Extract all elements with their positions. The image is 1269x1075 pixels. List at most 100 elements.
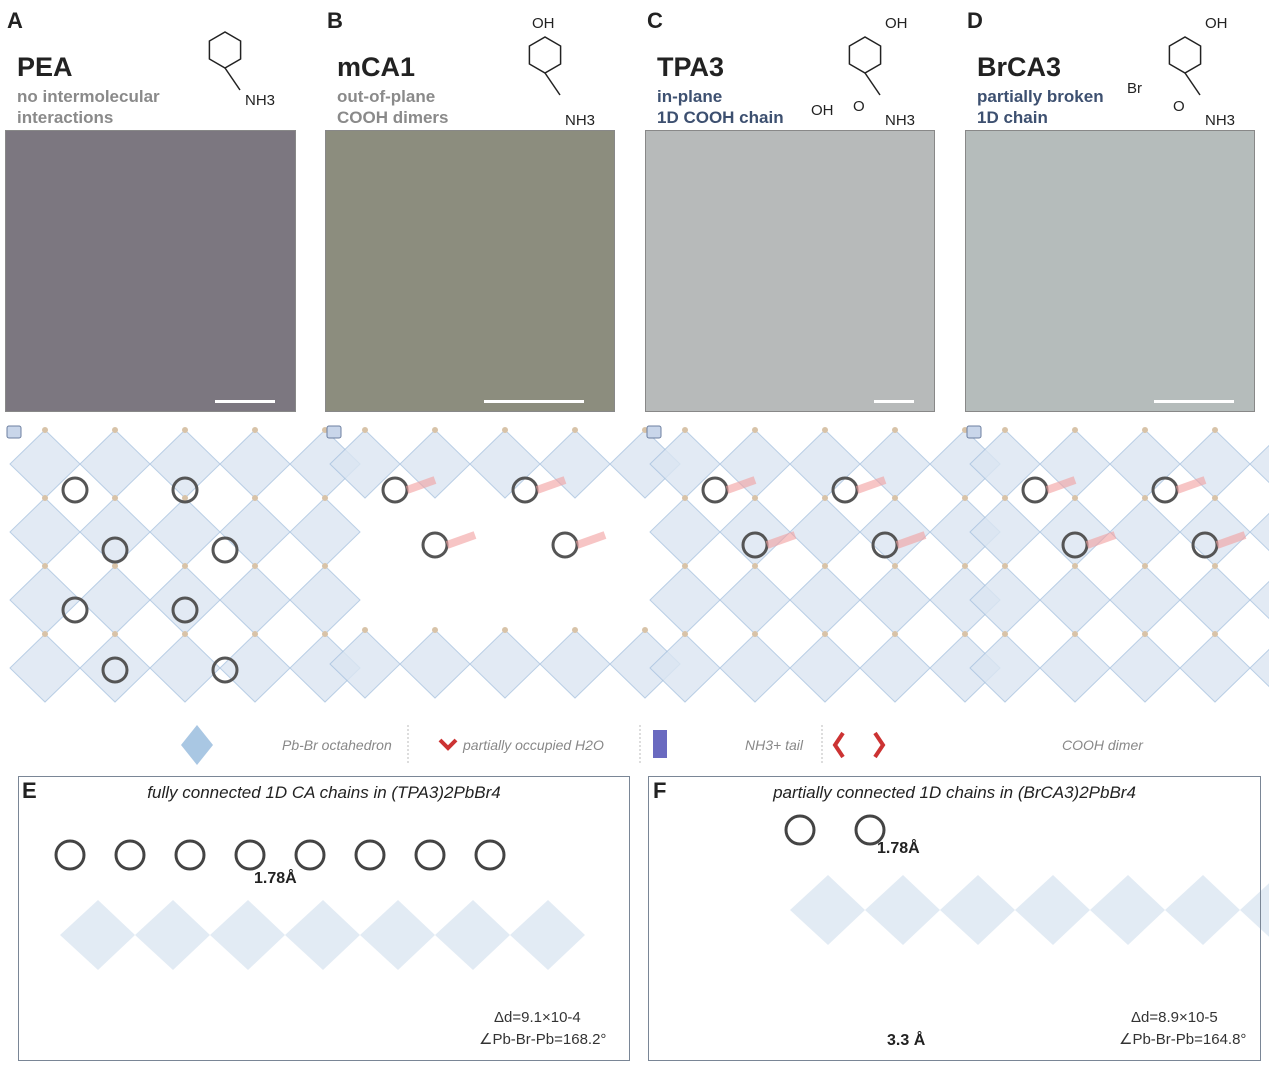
organic-cation — [1021, 476, 1049, 504]
description-line-2: COOH dimers — [337, 108, 449, 127]
br-atom — [1212, 631, 1218, 637]
panel-e-angle: ∠Pb-Br-Pb=168.2° — [479, 1031, 607, 1048]
pbbr-octahedron — [149, 633, 221, 703]
panel-label: C — [647, 8, 663, 33]
micrograph — [965, 130, 1255, 412]
benzene-ring-structure — [1168, 36, 1202, 74]
legend-tail: NH3+ tail — [745, 737, 803, 753]
pbbr-octahedron — [469, 629, 541, 699]
hydrogen-bond-highlight — [895, 531, 927, 549]
panel-e: fully connected 1D CA chains in (TPA3)2P… — [18, 776, 630, 1061]
crystal-structure — [329, 427, 681, 699]
panel-f-delta-d: Δd=8.9×10-5 — [1131, 1009, 1218, 1026]
br-atom — [322, 631, 328, 637]
br-atom — [752, 495, 758, 501]
br-atom — [1072, 427, 1078, 433]
hydrogen-bond-highlight — [1175, 476, 1207, 494]
ammonium-label: NH3 — [1205, 112, 1236, 129]
br-atom — [572, 427, 578, 433]
pbbr-octahedron — [149, 429, 221, 499]
chain-ring — [854, 814, 886, 846]
octahedron-row — [1165, 875, 1240, 945]
pbbr-octahedron — [289, 565, 361, 635]
cooh-dimer-legend-icon — [832, 731, 886, 759]
br-atom — [1002, 631, 1008, 637]
br-atom — [892, 495, 898, 501]
legend-octahedron: Pb-Br octahedron — [282, 737, 392, 753]
br-atom — [682, 495, 688, 501]
panel-label: A — [7, 8, 23, 33]
pbbr-octahedron — [79, 429, 151, 499]
hydrogen-bond-highlight — [1045, 476, 1077, 494]
organic-cation — [171, 596, 199, 624]
br-atom — [752, 631, 758, 637]
octahedron-row — [210, 900, 285, 970]
pbbr-octahedron — [719, 633, 791, 703]
panel-f-gap: 3.3 Å — [887, 1032, 926, 1049]
pbbr-octahedron — [539, 629, 611, 699]
br-atom — [252, 563, 258, 569]
pbbr-octahedron — [859, 565, 931, 635]
br-atom — [42, 631, 48, 637]
organic-cation — [421, 531, 449, 559]
benzene-ring-structure — [848, 36, 882, 74]
hydrogen-bond-highlight — [405, 476, 437, 494]
octahedron-row — [60, 900, 135, 970]
chain-ring — [174, 839, 206, 871]
benzene-ring-structure — [528, 36, 562, 74]
pbbr-octahedron — [1179, 497, 1251, 567]
organic-cation — [511, 476, 539, 504]
ammonium-label: NH3 — [245, 92, 276, 109]
br-atom — [892, 631, 898, 637]
organic-cation — [61, 476, 89, 504]
br-atom — [252, 495, 258, 501]
hydrogen-bond-highlight — [1085, 531, 1117, 549]
chain-ring — [784, 814, 816, 846]
chain-ring — [354, 839, 386, 871]
organic-cation — [61, 596, 89, 624]
pbbr-octahedron — [219, 429, 291, 499]
octahedron-row — [285, 900, 360, 970]
octahedron-row — [1090, 875, 1165, 945]
pbbr-octahedron — [789, 497, 861, 567]
br-atom — [362, 427, 368, 433]
pbbr-octahedron — [1039, 565, 1111, 635]
pbbr-octahedron — [289, 497, 361, 567]
pbbr-octahedron — [79, 565, 151, 635]
pbbr-octahedron — [469, 429, 541, 499]
octahedron-row — [510, 900, 585, 970]
br-atom — [182, 563, 188, 569]
octahedron-row — [940, 875, 1015, 945]
br-atom — [752, 427, 758, 433]
br-atom — [42, 495, 48, 501]
br-atom — [682, 427, 688, 433]
br-atom — [322, 495, 328, 501]
organic-cation — [101, 536, 129, 564]
ammonium-label: NH3 — [565, 112, 596, 129]
panel-f-label: F — [653, 778, 667, 803]
panel-f-title: partially connected 1D chains in (BrCA3)… — [773, 783, 1136, 802]
alkyl-bond — [1184, 72, 1201, 96]
br-atom — [1072, 563, 1078, 569]
br-atom — [822, 631, 828, 637]
octahedron-row — [435, 900, 510, 970]
pbbr-octahedron — [79, 497, 151, 567]
hydrogen-bond-highlight — [855, 476, 887, 494]
alkyl-bond — [544, 72, 561, 96]
panel-e-delta-d: Δd=9.1×10-4 — [494, 1009, 581, 1026]
hydrogen-bond-highlight — [445, 531, 477, 549]
organic-cation — [171, 476, 199, 504]
organic-cation — [701, 476, 729, 504]
organic-cation — [211, 536, 239, 564]
panel-e-distance: 1.78Å — [254, 870, 297, 887]
pbbr-octahedron — [399, 429, 471, 499]
br-atom — [1142, 563, 1148, 569]
br-atom — [1212, 563, 1218, 569]
crystal-structure — [9, 427, 361, 703]
acid2-label: OH — [811, 102, 834, 119]
pbbr-octahedron — [219, 633, 291, 703]
organic-cation — [381, 476, 409, 504]
ether-label: O — [1173, 98, 1185, 115]
panel-f-angle: ∠Pb-Br-Pb=164.8° — [1119, 1031, 1247, 1048]
br-atom — [182, 427, 188, 433]
